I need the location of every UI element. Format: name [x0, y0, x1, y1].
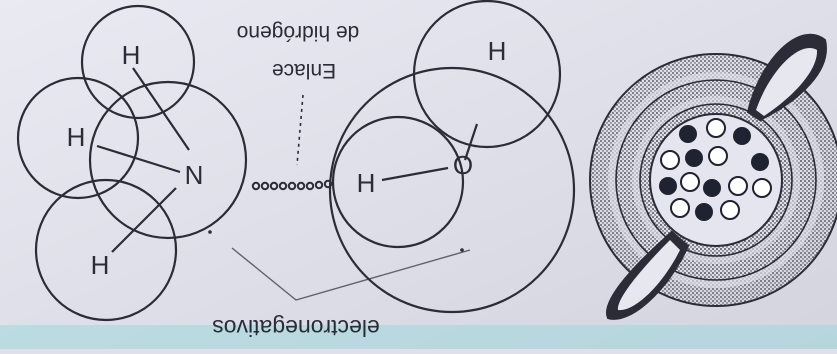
bond-o-h-top [463, 123, 479, 161]
atom-label-h-top: H [122, 40, 141, 70]
water-molecule [328, 0, 576, 314]
caption-enlace-2: de hidrógeno [237, 21, 360, 44]
lone-pair-dot [208, 230, 212, 234]
hydrogen-sphere-top [80, 4, 196, 120]
caption-enlace-line2: de hidrógeno [237, 21, 360, 44]
atom-orbital-diagram-icon [589, 33, 837, 320]
bottom-edge-tint [0, 325, 837, 349]
hydrogen-sphere-water-left [331, 115, 465, 249]
nitrogen-sphere [88, 80, 248, 240]
bond-o-h-left [381, 166, 449, 182]
caption-enlace-line1: Enlace [272, 59, 336, 82]
caption-bottom: electronegativos [212, 315, 380, 341]
atom-label-o: O [453, 150, 473, 180]
hydrogen-bond-chain [251, 179, 333, 191]
atom-label-h-bottom: H [91, 250, 110, 280]
hydrogen-sphere-bottom [34, 178, 178, 322]
bond-n-h-top [132, 67, 190, 151]
atom-label-h-water-top: H [488, 36, 507, 66]
ammonia-molecule [16, 4, 248, 322]
hydrogen-sphere-left [16, 76, 140, 200]
caption-electronegativos: electronegativos [212, 315, 380, 341]
bracket-line [231, 247, 471, 301]
bond-n-h-left [96, 144, 181, 174]
atom-label-n: N [185, 160, 204, 190]
lone-pair-dot-water [460, 248, 464, 252]
oxygen-sphere [328, 66, 576, 314]
hydrogen-sphere-water-top [412, 0, 562, 149]
caption-enlace: Enlace [272, 59, 336, 82]
atom-label-h-left: H [67, 122, 86, 152]
bond-n-h-bottom [111, 187, 177, 253]
atom-label-h-water-left: H [357, 168, 376, 198]
caption-pointer [296, 94, 304, 166]
